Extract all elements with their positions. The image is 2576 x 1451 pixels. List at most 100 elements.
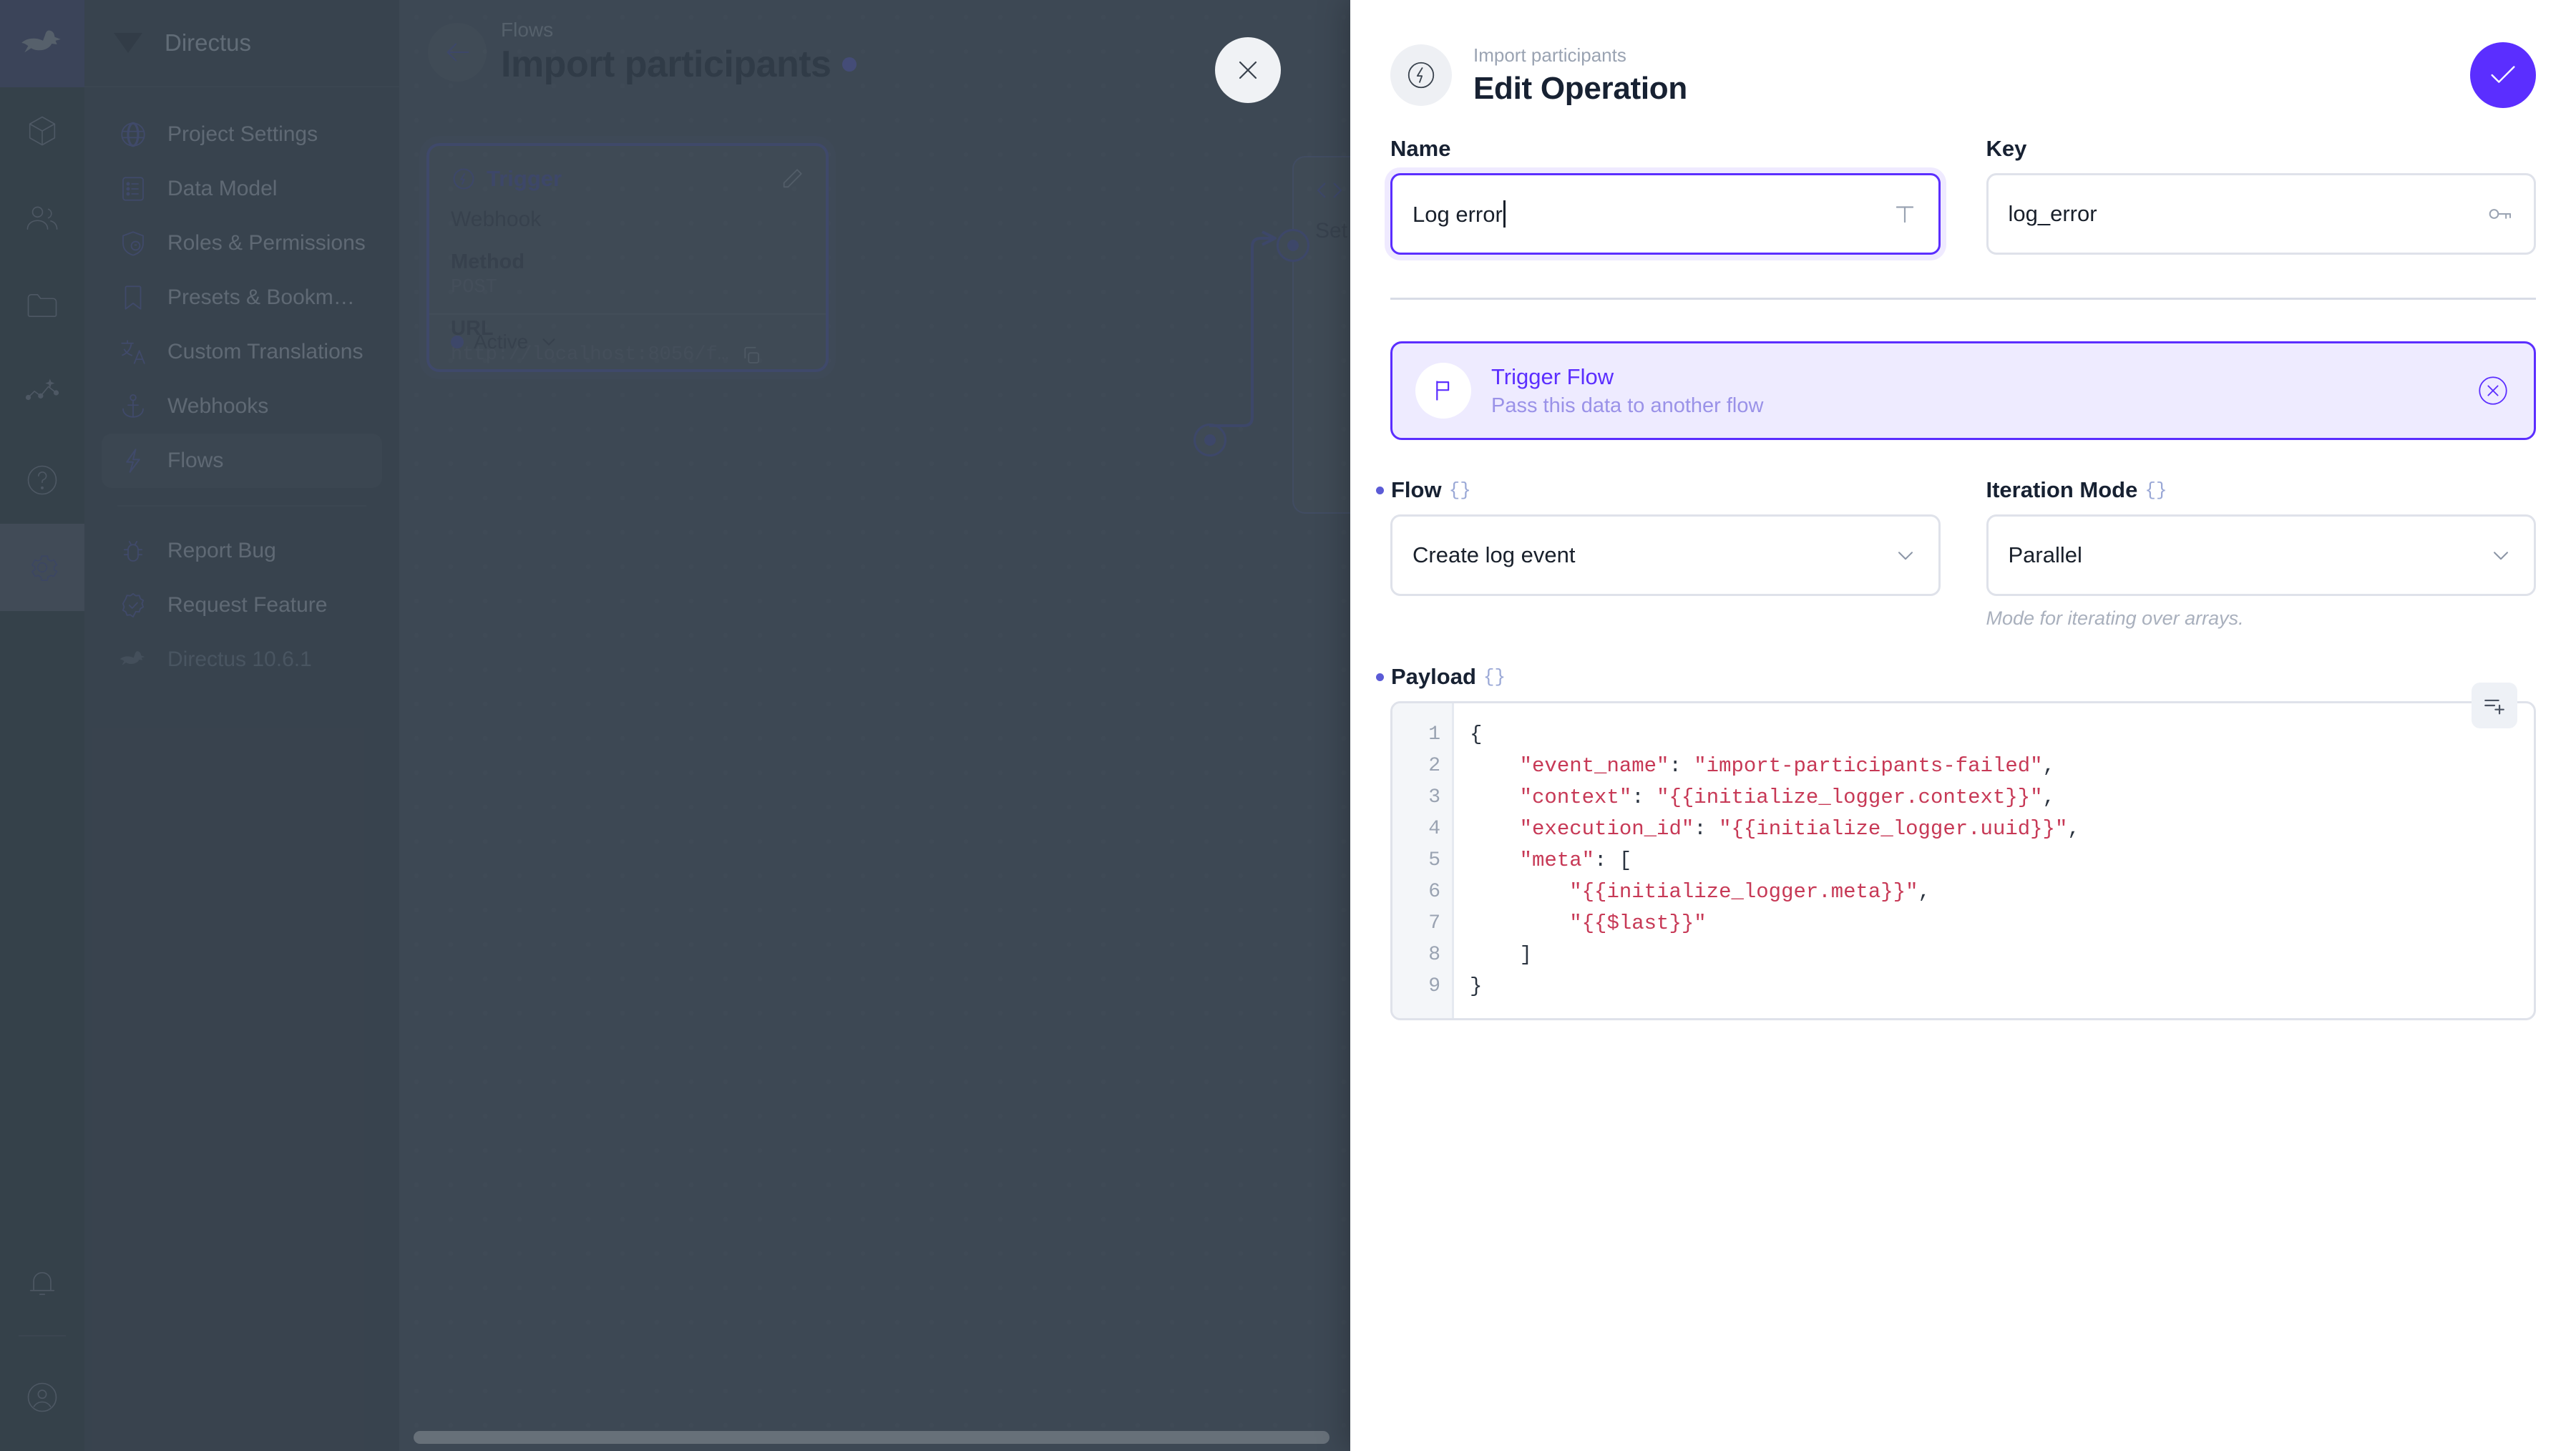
module-item-insights[interactable] [0,349,84,436]
playlist-add-icon [2482,693,2507,718]
module-bar [0,0,84,1451]
payload-label: Payload {} [1390,664,2536,690]
drawer-header: Import participants Edit Operation [1350,0,2576,120]
project-header[interactable]: Directus [84,0,399,87]
insights-icon [24,378,61,411]
sidebar-item-label: Webhooks [167,394,269,418]
code-content[interactable]: { "event_name": "import-participants-fai… [1454,703,2534,1018]
code-line-number: 9 [1428,975,1440,997]
name-field-group: Name Log error [1390,136,1941,255]
text-caret [1503,200,1506,228]
key-label: Key [1986,136,2027,161]
sidebar-item-report-bug[interactable]: Report Bug [102,524,382,578]
edit-operation-drawer: Import participants Edit Operation Name … [1350,0,2576,1451]
canvas-horizontal-scrollbar[interactable] [414,1431,1330,1444]
code-line-number: 6 [1428,881,1440,903]
node-status-footer[interactable]: Active [429,313,826,369]
module-item-settings[interactable] [0,524,84,611]
canvas-header: Flows Import participants [428,19,857,86]
bolt-circle-icon [451,166,477,192]
pencil-icon[interactable] [780,167,804,191]
module-item-files[interactable] [0,262,84,349]
list-alt-icon [117,173,149,205]
module-item-content[interactable] [0,87,84,175]
flow-status-dot [842,57,857,72]
flow-select[interactable]: Create log event [1390,514,1941,596]
code-line: } [1470,974,1483,998]
name-input-value: Log error [1413,202,1503,227]
save-button[interactable] [2470,42,2536,108]
drawer-body: Name Log error Key log_error [1350,136,2576,1020]
iteration-select-value: Parallel [2008,542,2082,567]
globe-icon [117,119,149,150]
sidebar-item-flows[interactable]: Flows [102,434,382,488]
bug-icon [117,535,149,567]
payload-brace: {} [1483,666,1506,688]
code-line: { [1470,723,1483,746]
back-button[interactable] [428,23,487,82]
chevron-down-icon [1893,542,1918,568]
key-input-value: log_error [2008,201,2097,226]
flow-iteration-row: Flow {} Create log event Iteration Mode … [1390,477,2536,630]
drawer-title: Edit Operation [1473,70,1687,106]
directus-logo-button[interactable] [0,0,84,87]
sidebar-item-webhooks[interactable]: Webhooks [102,379,382,434]
module-item-account[interactable] [0,1344,84,1451]
sidebar-item-request-feature[interactable]: Request Feature [102,578,382,632]
sidebar-item-custom-translations[interactable]: Custom Translations [102,325,382,379]
name-input[interactable]: Log error [1390,173,1941,255]
flow-label: Flow {} [1390,477,1941,503]
check-icon [2487,59,2519,92]
code-line: "{{initialize_logger.meta}}", [1569,880,1931,904]
directus-rabbit-icon [117,644,149,675]
insert-variable-button[interactable] [2472,683,2517,728]
iteration-select[interactable]: Parallel [1986,514,2536,596]
key-input[interactable]: log_error [1986,173,2536,255]
bolt-circle-icon [1405,59,1438,92]
sidebar-item-project-settings[interactable]: Project Settings [102,107,382,162]
module-item-notifications[interactable] [0,1241,84,1328]
iteration-label: Iteration Mode {} [1986,477,2537,503]
text-format-icon[interactable] [1891,200,1918,228]
node-header: Trigger [451,166,804,192]
flag-icon [1415,363,1471,419]
operation-card-subtitle: Pass this data to another flow [1491,394,1764,417]
code-line-number: 3 [1428,786,1440,808]
nav-sidebar: Directus Project Settings Data Model [84,0,399,1451]
code-line-number: 4 [1428,818,1440,840]
operation-type-card[interactable]: Trigger Flow Pass this data to another f… [1390,341,2536,440]
directus-mark-icon [114,33,142,53]
sidebar-item-label: Report Bug [167,539,276,562]
node-row-label: Method [451,250,525,273]
module-item-docs[interactable] [0,436,84,524]
flow-node-trigger[interactable]: Trigger Webhook Method POST URL http://l… [426,143,829,372]
node-port-trigger-out[interactable] [1194,424,1226,456]
module-item-users[interactable] [0,175,84,262]
code-line: ] [1470,943,1533,967]
nav-list: Project Settings Data Model Roles & Perm… [84,87,399,687]
iteration-brace: {} [2145,479,2167,501]
clear-operation-button[interactable] [2475,373,2511,409]
name-key-row: Name Log error Key log_error [1390,136,2536,255]
node-actions [780,167,804,191]
sidebar-item-data-model[interactable]: Data Model [102,162,382,216]
iteration-field-group: Iteration Mode {} Parallel Mode for iter… [1986,477,2537,630]
badge-check-icon [117,590,149,621]
sidebar-item-label: Project Settings [167,122,318,146]
code-line: "execution_id": "{{initialize_logger.uui… [1519,817,2080,841]
close-drawer-button[interactable] [1215,37,1281,103]
node-port-meta-in[interactable] [1277,229,1309,262]
shield-account-icon [117,228,149,259]
version-label: Directus 10.6.1 [167,648,312,671]
chevron-down-icon[interactable] [538,331,560,353]
sidebar-item-roles-permissions[interactable]: Roles & Permissions [102,216,382,270]
bookmark-icon [117,282,149,313]
folder-icon [24,287,61,324]
sidebar-item-presets-bookmarks[interactable]: Presets & Bookmar... [102,270,382,325]
code-line: "context": "{{initialize_logger.context}… [1519,786,2055,809]
gear-icon [23,548,62,587]
bolt-icon [117,445,149,477]
close-icon [1232,54,1264,86]
